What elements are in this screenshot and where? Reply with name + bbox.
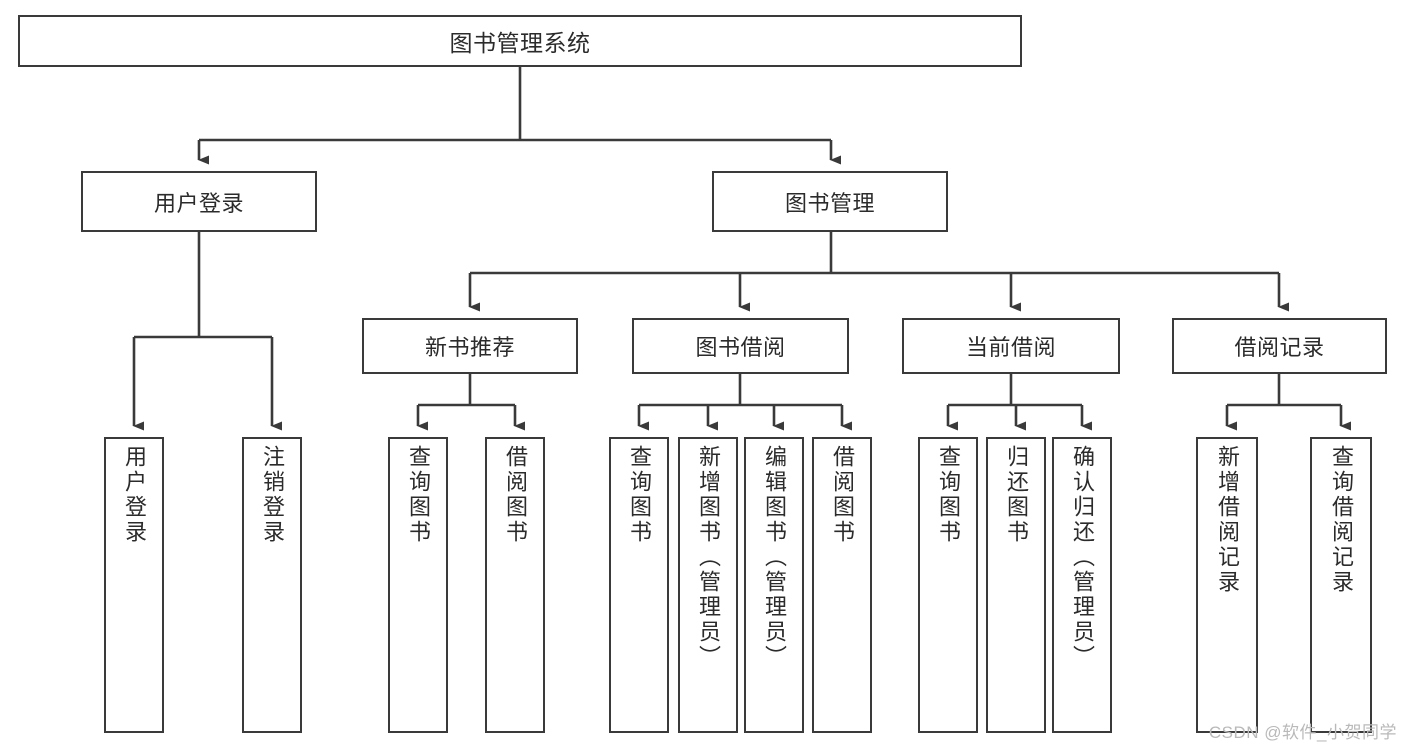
leaf-query-book-current-label: 查询图书 — [936, 445, 961, 545]
leaf-add-record-label: 新增借阅记录 — [1215, 445, 1240, 595]
leaf-query-record[interactable]: 查询借阅记录 — [1310, 437, 1372, 733]
leaf-add-book-label: 新增图书（管理员） — [696, 445, 721, 670]
leaf-return-book-label: 归还图书 — [1004, 445, 1029, 545]
leaf-edit-book[interactable]: 编辑图书（管理员） — [744, 437, 804, 733]
node-current-borrow-label: 当前借阅 — [965, 335, 1056, 360]
node-user-login-label: 用户登录 — [153, 190, 244, 216]
node-book-borrow-label: 图书借阅 — [695, 335, 786, 360]
leaf-query-record-label: 查询借阅记录 — [1329, 445, 1354, 595]
leaf-query-book-rec-label: 查询图书 — [406, 445, 431, 545]
node-book-manage[interactable]: 图书管理 — [712, 171, 948, 232]
node-new-book-recommend[interactable]: 新书推荐 — [362, 318, 578, 374]
node-borrow-record-label: 借阅记录 — [1234, 335, 1325, 360]
leaf-add-record[interactable]: 新增借阅记录 — [1196, 437, 1258, 733]
node-book-manage-label: 图书管理 — [784, 190, 875, 216]
node-book-borrow[interactable]: 图书借阅 — [632, 318, 849, 374]
csdn-watermark: CSDN @软件_小贺同学 — [1208, 723, 1397, 742]
leaf-query-book-current[interactable]: 查询图书 — [918, 437, 978, 733]
leaf-add-book[interactable]: 新增图书（管理员） — [678, 437, 738, 733]
node-root-label: 图书管理系统 — [449, 30, 591, 56]
node-user-login[interactable]: 用户登录 — [81, 171, 317, 232]
leaf-user-login[interactable]: 用户登录 — [104, 437, 164, 733]
leaf-borrow-book[interactable]: 借阅图书 — [812, 437, 872, 733]
node-borrow-record[interactable]: 借阅记录 — [1172, 318, 1387, 374]
node-new-book-recommend-label: 新书推荐 — [424, 335, 515, 360]
leaf-user-login-label: 用户登录 — [122, 445, 147, 545]
node-current-borrow[interactable]: 当前借阅 — [902, 318, 1120, 374]
leaf-return-book[interactable]: 归还图书 — [986, 437, 1046, 733]
leaf-edit-book-label: 编辑图书（管理员） — [762, 445, 787, 670]
leaf-confirm-return[interactable]: 确认归还（管理员） — [1052, 437, 1112, 733]
leaf-logout[interactable]: 注销登录 — [242, 437, 302, 733]
node-root[interactable]: 图书管理系统 — [18, 15, 1022, 67]
leaf-borrow-book-rec[interactable]: 借阅图书 — [485, 437, 545, 733]
leaf-borrow-book-rec-label: 借阅图书 — [503, 445, 528, 545]
leaf-query-book-borrow-label: 查询图书 — [627, 445, 652, 545]
leaf-logout-label: 注销登录 — [260, 445, 285, 545]
leaf-borrow-book-label: 借阅图书 — [830, 445, 855, 545]
leaf-query-book-borrow[interactable]: 查询图书 — [609, 437, 669, 733]
leaf-query-book-rec[interactable]: 查询图书 — [388, 437, 448, 733]
leaf-confirm-return-label: 确认归还（管理员） — [1070, 445, 1095, 670]
